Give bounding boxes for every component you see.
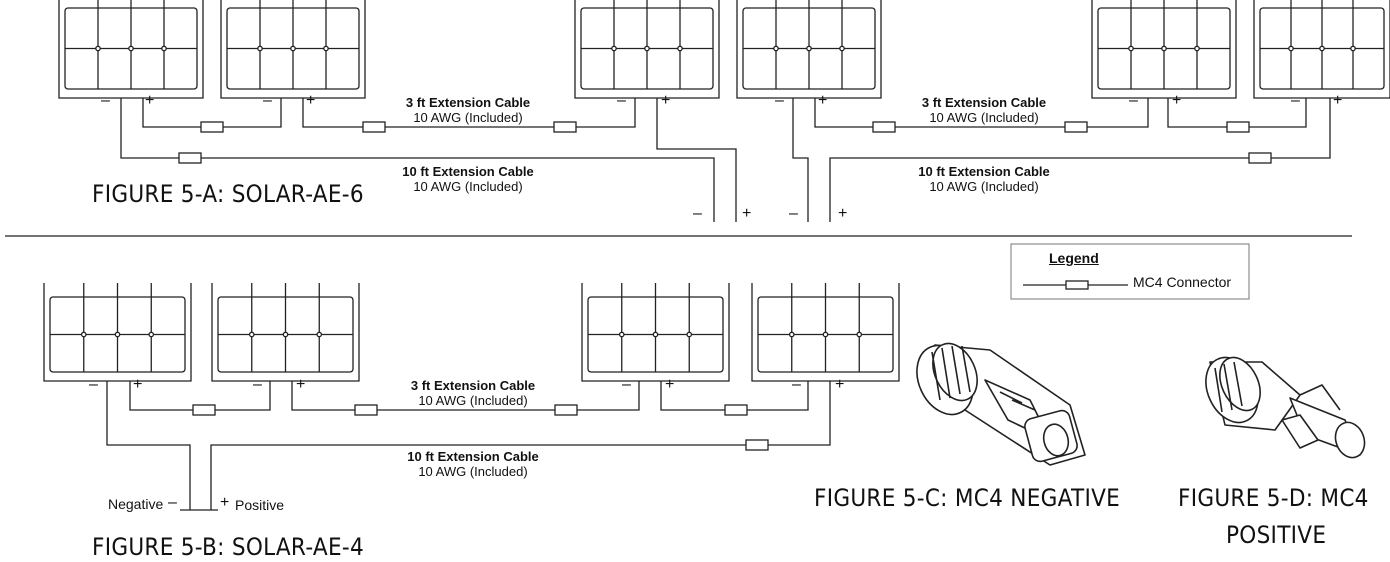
- mc4-connector: [724, 404, 748, 416]
- solar-panel: [581, 283, 730, 382]
- negative-terminal-sign: –: [1129, 92, 1138, 109]
- negative-terminal-sign: –: [617, 92, 626, 109]
- wire: [302, 98, 636, 128]
- wire: [792, 98, 809, 222]
- positive-label: Positive: [235, 497, 285, 513]
- solar-panel: [736, 0, 882, 99]
- negative-terminal-sign: –: [775, 92, 784, 109]
- negative-terminal-sign: –: [622, 376, 631, 393]
- solar-panel: [43, 283, 192, 382]
- mc4-connector: [1064, 121, 1088, 133]
- mc4-connector: [362, 121, 386, 133]
- negative-terminal-sign: –: [789, 205, 798, 222]
- positive-terminal-sign: +: [818, 92, 828, 109]
- mc4-connector: [745, 439, 769, 451]
- mc4-connector: [553, 121, 577, 133]
- mc4-positive-illustration: [1205, 356, 1366, 459]
- positive-terminal-sign: +: [1333, 92, 1343, 109]
- wires: [106, 98, 1331, 511]
- figure-5d-title-line1: FIGURE 5-D: MC4: [1178, 484, 1369, 512]
- cable-gauge: 10 AWG (Included): [929, 110, 1039, 125]
- cable-label-3ft-b: 3 ft Extension Cable 10 AWG (Included): [411, 378, 535, 408]
- wire: [291, 381, 640, 411]
- mc4-connectors: [178, 121, 1272, 451]
- mc4-connector: [192, 404, 216, 416]
- cable-label-10ft-a-right: 10 ft Extension Cable 10 AWG (Included): [918, 164, 1049, 194]
- negative-terminal-sign: –: [263, 92, 272, 109]
- cable-gauge: 10 AWG (Included): [929, 179, 1039, 194]
- negative-terminal-sign: –: [89, 376, 98, 393]
- mc4-connector: [1226, 121, 1250, 133]
- positive-sign: +: [220, 494, 230, 511]
- legend-item-label: MC4 Connector: [1133, 274, 1232, 290]
- mc4-connector: [872, 121, 896, 133]
- cable-label-10ft-b: 10 ft Extension Cable 10 AWG (Included): [407, 449, 538, 479]
- mc4-connector: [354, 404, 378, 416]
- negative-terminal-sign: –: [792, 376, 801, 393]
- solar-panel: [58, 0, 204, 99]
- positive-terminal-sign: +: [133, 376, 143, 393]
- wire: [106, 381, 191, 510]
- mc4-connector: [554, 404, 578, 416]
- wire: [829, 98, 1331, 222]
- wire: [120, 98, 715, 222]
- wire: [814, 98, 1149, 128]
- cable-label-3ft-a-left: 3 ft Extension Cable 10 AWG (Included): [406, 95, 530, 125]
- negative-label: Negative: [108, 496, 164, 512]
- legend-title: Legend: [1049, 250, 1099, 266]
- cable-gauge: 10 AWG (Included): [413, 110, 523, 125]
- mc4-connector: [200, 121, 224, 133]
- positive-terminal-sign: +: [1172, 92, 1182, 109]
- positive-terminal-sign: +: [306, 92, 316, 109]
- negative-sign: –: [168, 494, 177, 511]
- solar-panel: [1091, 0, 1237, 99]
- legend-connector-symbol: [1065, 280, 1089, 290]
- positive-terminal-sign: +: [838, 205, 848, 222]
- cable-label-10ft-a-left: 10 ft Extension Cable 10 AWG (Included): [402, 164, 533, 194]
- cable-title: 3 ft Extension Cable: [921, 95, 1047, 110]
- solar-panel: [220, 0, 366, 99]
- negative-terminal-sign: –: [693, 205, 702, 222]
- figure-5a-title: FIGURE 5-A: SOLAR-AE-6: [92, 180, 364, 208]
- cable-gauge: 10 AWG (Included): [418, 464, 528, 479]
- legend-box: [1010, 243, 1250, 300]
- cable-title: 3 ft Extension Cable: [405, 95, 531, 110]
- wire: [656, 98, 737, 222]
- negative-terminal-sign: –: [101, 92, 110, 109]
- figure-5c-title: FIGURE 5-C: MC4 NEGATIVE: [814, 484, 1121, 512]
- positive-terminal-sign: +: [665, 376, 675, 393]
- cable-label-3ft-a-right: 3 ft Extension Cable 10 AWG (Included): [922, 95, 1046, 125]
- cable-gauge: 10 AWG (Included): [413, 179, 523, 194]
- positive-terminal-sign: +: [145, 92, 155, 109]
- negative-terminal-sign: –: [1291, 92, 1300, 109]
- figure-5b-title: FIGURE 5-B: SOLAR-AE-4: [92, 533, 364, 561]
- cable-title: 3 ft Extension Cable: [410, 378, 536, 393]
- positive-terminal-sign: +: [835, 376, 845, 393]
- figure-5d-title-line2: POSITIVE: [1226, 521, 1327, 549]
- negative-terminal-sign: –: [253, 376, 262, 393]
- positive-terminal-sign: +: [742, 205, 752, 222]
- wire: [210, 381, 831, 510]
- cable-gauge: 10 AWG (Included): [418, 393, 528, 408]
- solar-panel: [751, 283, 900, 382]
- solar-panel: [1253, 0, 1390, 99]
- mc4-negative-illustration: [916, 342, 1086, 466]
- cable-title: 10 ft Extension Cable: [407, 449, 539, 464]
- solar-panel: [574, 0, 720, 99]
- solar-panel: [211, 283, 360, 382]
- positive-terminal-sign: +: [296, 376, 306, 393]
- cable-title: 10 ft Extension Cable: [918, 164, 1050, 179]
- mc4-connector: [1248, 152, 1272, 164]
- positive-terminal-sign: +: [661, 92, 671, 109]
- mc4-connector: [178, 152, 202, 164]
- solar-panels: [43, 0, 1390, 382]
- cable-title: 10 ft Extension Cable: [402, 164, 534, 179]
